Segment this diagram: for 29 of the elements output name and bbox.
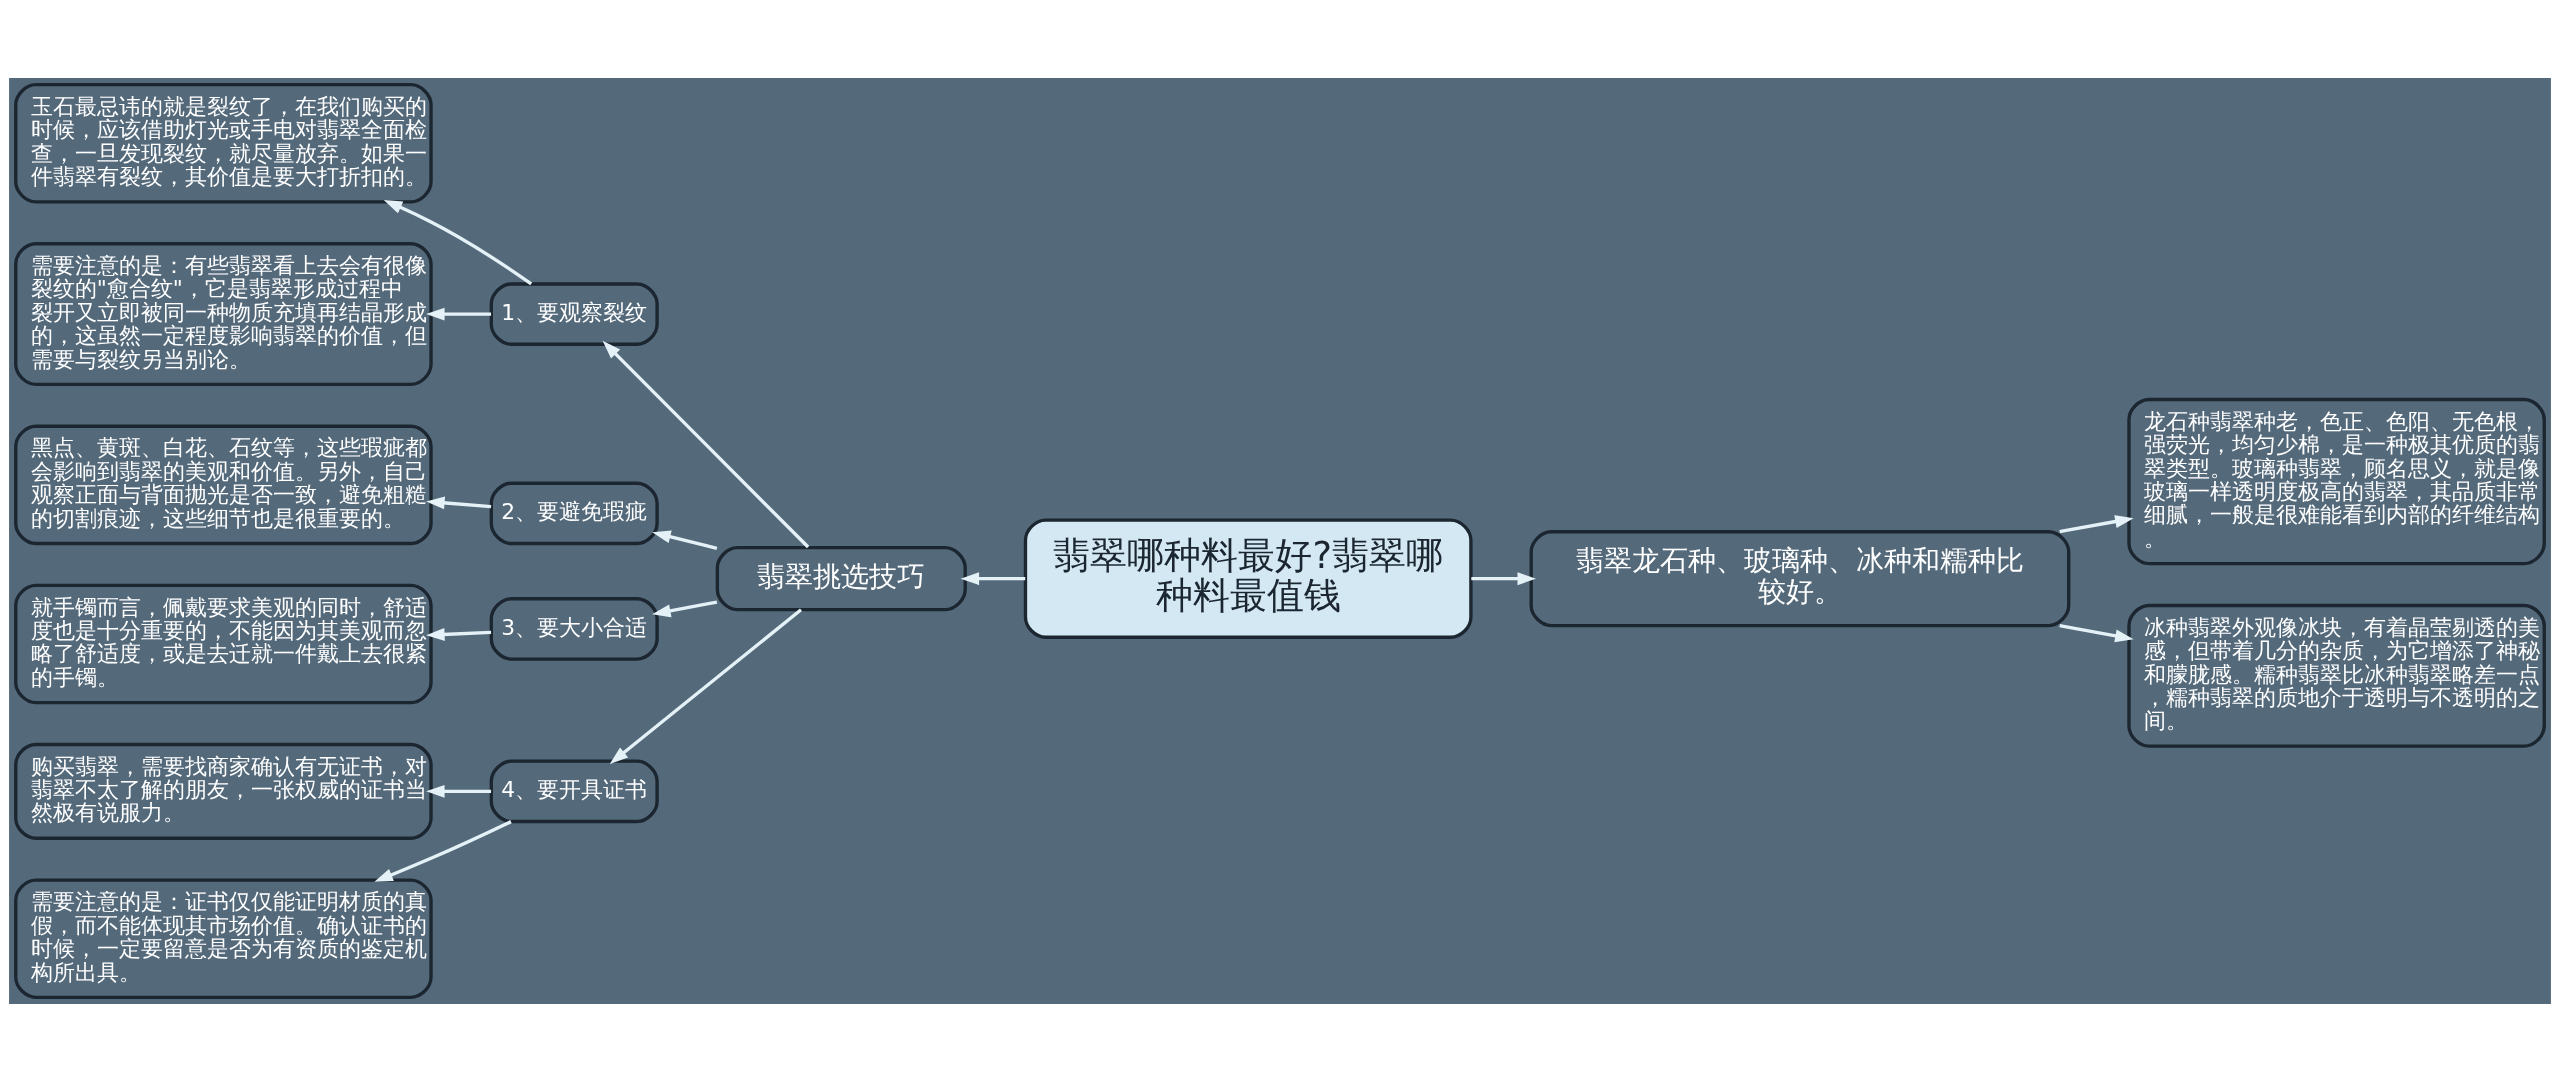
node-box: 2、要避免瑕疵 xyxy=(489,481,659,546)
arrow xyxy=(426,307,492,321)
arrow xyxy=(602,340,810,549)
arrow xyxy=(374,820,512,882)
arrow xyxy=(426,628,492,641)
arrow xyxy=(2059,515,2134,534)
arrow xyxy=(1471,572,1536,586)
node-box: 翡翠哪种料最好?翡翠哪种料最值钱 xyxy=(1023,518,1473,639)
node-box: 龙石种翡翠种老，色正、色阳、无色根，强荧光，均匀少棉，是一种极其优质的翡翠类型。玻璃种翡翠，顾名思义，就是像玻璃一样透明度极高的翡翠，其品质非常细腻，一般是很难能看到内部的纤维结构。 xyxy=(2127,397,2546,566)
node-box: 冰种翡翠外观像冰块，有着晶莹剔透的美感，但带着几分的杂质，为它增添了神秘和朦胧感。糯种翡翠比冰种翡翠略差一点，糯种翡翠的质地介于透明与不透明的之间。 xyxy=(2127,603,2546,748)
node-box: 1、要观察裂纹 xyxy=(489,282,659,346)
node-box: 就手镯而言，佩戴要求美观的同时，舒适度也是十分重要的，不能因为其美观而忽略了舒适度，或是去迁就一件戴上去很紧的手镯。 xyxy=(14,583,433,705)
node-box: 4、要开具证书 xyxy=(489,759,659,824)
node-box: 购买翡翠，需要找商家确认有无证书，对翡翠不太了解的朋友，一张权威的证书当然极有说服力。 xyxy=(14,742,433,840)
node-box: 需要注意的是：证书仅仅能证明材质的真假，而不能体现其市场价值。确认证书的时候，一定要留意是否为有资质的鉴定机构所出具。 xyxy=(14,878,433,999)
node-box: 玉石最忌讳的就是裂纹了，在我们购买的时候，应该借助灯光或手电对翡翠全面检查，一旦发现裂纹，就尽量放弃。如果一件翡翠有裂纹，其价值是要大打折扣的。 xyxy=(14,83,433,204)
arrow xyxy=(609,608,803,765)
node-box: 翡翠挑选技巧 xyxy=(715,546,967,612)
arrow xyxy=(426,496,492,510)
arrow xyxy=(652,530,718,550)
arrow xyxy=(383,199,533,286)
node-box: 翡翠龙石种、玻璃种、冰种和糯种比较好。 xyxy=(1529,530,2071,628)
arrow xyxy=(652,600,718,618)
arrow xyxy=(960,572,1026,586)
arrow xyxy=(2059,624,2134,643)
node-box: 黑点、黄斑、白花、石纹等，这些瑕疵都会影响到翡翠的美观和价值。另外，自己观察正面与背面抛光是否一致，避免粗糙的切割痕迹，这些细节也是很重要的。 xyxy=(14,424,433,546)
node-box: 3、要大小合适 xyxy=(489,597,659,661)
node-box: 需要注意的是：有些翡翠看上去会有很像裂纹的"愈合纹"，它是翡翠形成过程中裂开又立即被同一种物质充填再结晶形成的，这虽然一定程度影响翡翠的价值，但需要与裂纹另当别论。 xyxy=(14,242,433,387)
arrow xyxy=(426,784,492,798)
